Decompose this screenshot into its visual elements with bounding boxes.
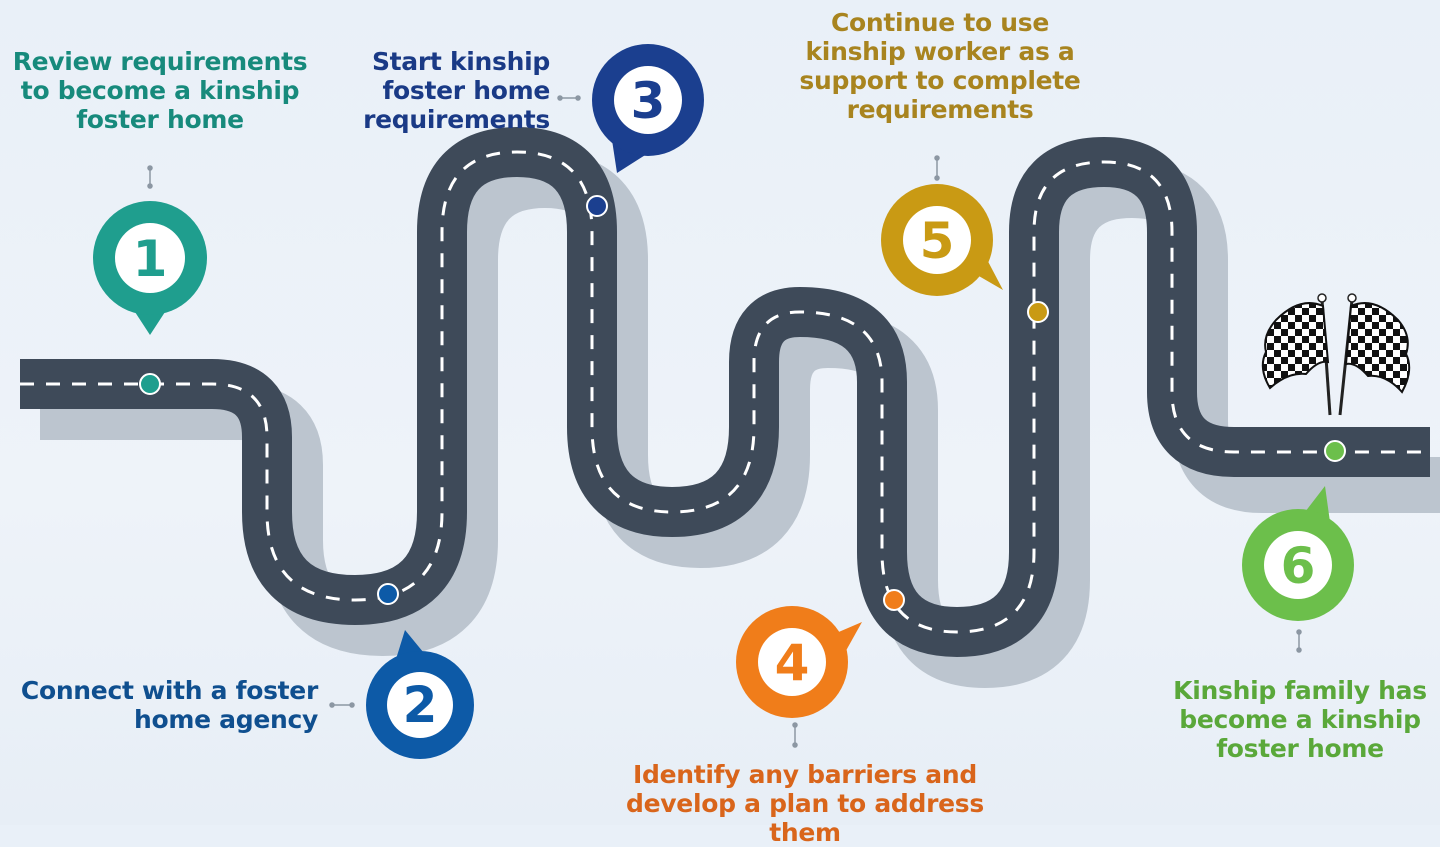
step-6-badge: 6 (1242, 486, 1354, 621)
step-6-text: Kinship family has become a kinship fost… (1173, 676, 1427, 763)
step-6-number: 6 (1281, 537, 1316, 595)
step-2-badge: 2 (366, 630, 474, 759)
step-2-number: 2 (403, 676, 438, 734)
step-4-badge: 4 (736, 606, 862, 718)
roadmap-scene: 1 2 3 4 5 6 (20, 44, 1440, 759)
milestone-dot-2 (377, 583, 399, 605)
milestone-dot-1 (139, 373, 161, 395)
milestone-dot-5 (1027, 301, 1049, 323)
step-3-badge: 3 (592, 44, 704, 173)
step-3-text: Start kinship foster home requirements (363, 47, 550, 134)
step-5-badge: 5 (881, 184, 1003, 296)
checkered-flags-icon (1261, 293, 1411, 416)
lane-markings (20, 150, 1430, 634)
milestone-dot-6 (1324, 440, 1346, 462)
milestone-dot-4 (883, 589, 905, 611)
step-1-text: Review requirements to become a kinship … (12, 47, 308, 134)
step-4-text: Identify any barriers and develop a plan… (626, 760, 984, 847)
road-shadow (40, 152, 1440, 688)
step-3-number: 3 (631, 72, 666, 130)
step-5-number: 5 (920, 212, 955, 270)
step-4-number: 4 (775, 634, 810, 692)
connectors (147, 95, 1302, 748)
milestone-dot-3 (586, 195, 608, 217)
step-1-number: 1 (133, 230, 168, 288)
step-5-text: Continue to use kinship worker as a supp… (799, 8, 1081, 124)
step-1-badge: 1 (93, 201, 207, 335)
step-2-text: Connect with a foster home agency (20, 676, 318, 734)
